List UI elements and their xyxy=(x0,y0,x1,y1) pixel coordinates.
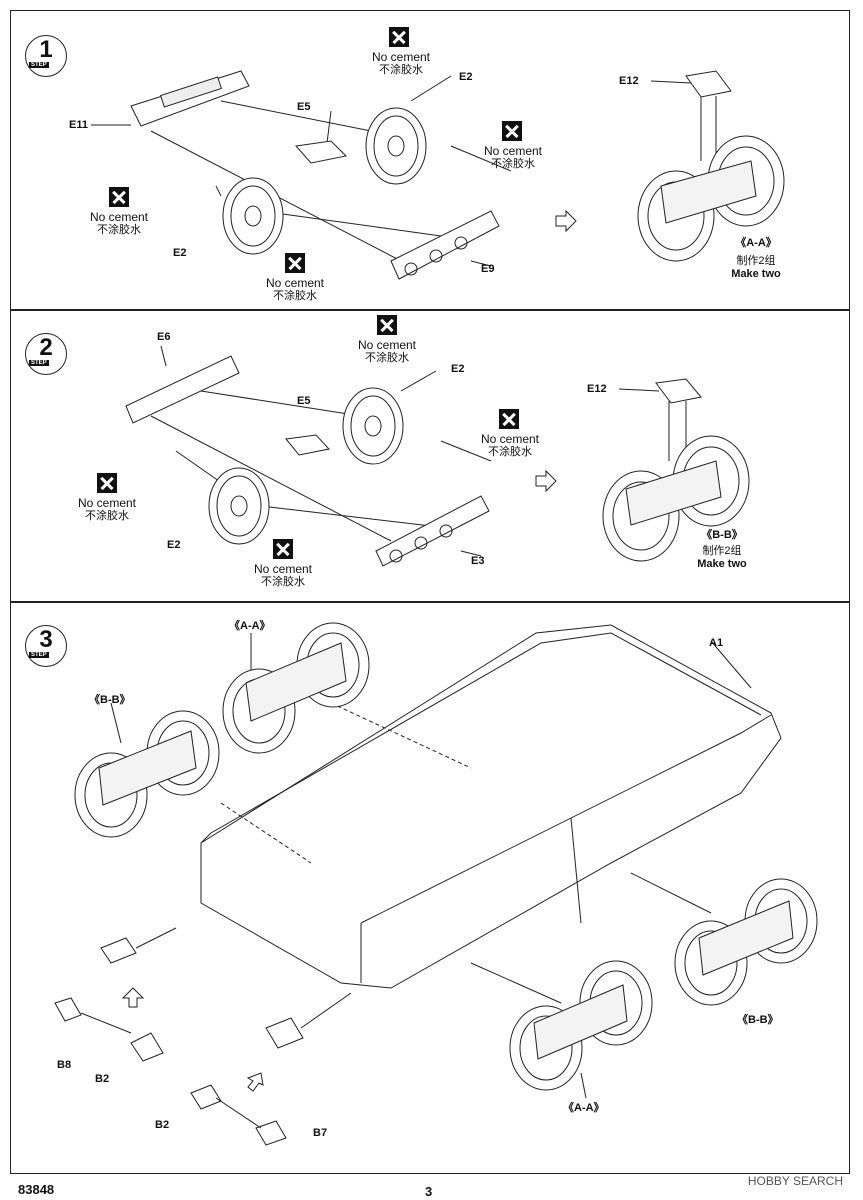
make-two-en: Make two xyxy=(731,268,781,280)
part-label-e5: E5 xyxy=(297,101,311,113)
step-2-badge: 2 STEP xyxy=(25,333,67,375)
part-label-e11: E11 xyxy=(69,119,88,131)
document-number: 83848 xyxy=(18,1182,55,1197)
part-label-e2: E2 xyxy=(451,363,465,375)
part-label-b2: B2 xyxy=(95,1073,110,1085)
part-label-e3: E3 xyxy=(471,555,485,567)
step-3-panel: 3 STEP xyxy=(10,602,850,1174)
no-cement-en: No cement xyxy=(480,432,540,446)
make-two-en: Make two xyxy=(697,558,747,570)
no-cement-en: No cement xyxy=(89,210,149,224)
part-label-e6: E6 xyxy=(157,331,171,343)
no-cement-label: No cement 不涂胶水 xyxy=(361,51,441,77)
assembly-label: 《B-B》 xyxy=(701,529,743,541)
part-label-b2: B2 xyxy=(155,1119,170,1131)
watermark: HOBBY SEARCH xyxy=(747,1174,843,1188)
step-number: 1 xyxy=(39,36,53,63)
make-two-cn: 制作2组 xyxy=(702,545,742,557)
no-cement-en: No cement xyxy=(77,496,137,510)
part-label-e12: E12 xyxy=(619,75,639,87)
no-cement-icon xyxy=(502,121,522,141)
no-cement-cn: 不涂胶水 xyxy=(488,446,532,458)
no-cement-label: No cement 不涂胶水 xyxy=(243,563,323,589)
no-cement-cn: 不涂胶水 xyxy=(261,576,305,588)
no-cement-icon xyxy=(273,539,293,559)
no-cement-cn: 不涂胶水 xyxy=(491,158,535,170)
step-1-badge: 1 STEP xyxy=(25,35,67,77)
step-word: STEP xyxy=(29,62,49,68)
no-cement-icon xyxy=(499,409,519,429)
no-cement-label: No cement 不涂胶水 xyxy=(347,339,427,365)
no-cement-icon xyxy=(285,253,305,273)
no-cement-en: No cement xyxy=(483,144,543,158)
step-3-badge: 3 STEP xyxy=(25,625,67,667)
no-cement-icon xyxy=(377,315,397,335)
no-cement-label: No cement 不涂胶水 xyxy=(470,433,550,459)
no-cement-en: No cement xyxy=(265,276,325,290)
assembly-label-aa: 《A-A》 xyxy=(563,1102,605,1114)
no-cement-icon xyxy=(97,473,117,493)
no-cement-label: No cement 不涂胶水 xyxy=(255,277,335,303)
no-cement-icon xyxy=(109,187,129,207)
part-label-b8: B8 xyxy=(57,1059,72,1071)
part-label-e2: E2 xyxy=(167,539,181,551)
part-label-e5: E5 xyxy=(297,395,311,407)
assembly-label-bb: 《B-B》 xyxy=(89,694,131,706)
part-label-e12: E12 xyxy=(587,383,607,395)
assembly-label-bb: 《B-B》 xyxy=(737,1014,779,1026)
part-label-e2: E2 xyxy=(173,247,187,259)
step-2-drawing xyxy=(125,345,750,567)
assembly-note: 《B-B》 制作2组 Make two xyxy=(687,529,757,571)
step-word: STEP xyxy=(29,652,49,658)
no-cement-en: No cement xyxy=(253,562,313,576)
no-cement-cn: 不涂胶水 xyxy=(379,64,423,76)
part-label-a1: A1 xyxy=(709,637,724,649)
no-cement-label: No cement 不涂胶水 xyxy=(67,497,147,523)
part-label-e9: E9 xyxy=(481,263,495,275)
no-cement-icon xyxy=(389,27,409,47)
no-cement-cn: 不涂胶水 xyxy=(85,510,129,522)
part-label-e2: E2 xyxy=(459,71,473,83)
assembly-label: 《A-A》 xyxy=(735,237,777,249)
no-cement-label: No cement 不涂胶水 xyxy=(79,211,159,237)
assembly-label-aa: 《A-A》 xyxy=(229,620,271,632)
step-1-panel: 1 STEP xyxy=(10,10,850,310)
step-2-panel: 2 STEP xyxy=(10,310,850,602)
page-number: 3 xyxy=(425,1184,433,1199)
step-3-drawing xyxy=(54,622,818,1146)
no-cement-cn: 不涂胶水 xyxy=(273,290,317,302)
no-cement-cn: 不涂胶水 xyxy=(97,224,141,236)
no-cement-cn: 不涂胶水 xyxy=(365,352,409,364)
assembly-note: 《A-A》 制作2组 Make two xyxy=(721,237,791,281)
step-number: 3 xyxy=(39,626,53,653)
step-word: STEP xyxy=(29,360,49,366)
make-two-cn: 制作2组 xyxy=(736,255,776,267)
step-1-drawing xyxy=(91,70,785,280)
no-cement-en: No cement xyxy=(371,50,431,64)
step-number: 2 xyxy=(39,334,53,361)
part-label-b7: B7 xyxy=(313,1127,328,1139)
no-cement-en: No cement xyxy=(357,338,417,352)
no-cement-label: No cement 不涂胶水 xyxy=(473,145,553,171)
